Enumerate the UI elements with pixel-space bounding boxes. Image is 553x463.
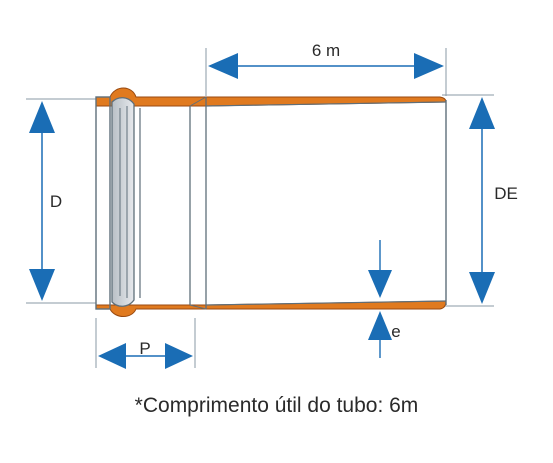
- length-arrow: [208, 53, 444, 79]
- ring-gasket: [111, 97, 135, 307]
- pipe-body: [95, 87, 447, 317]
- outer-diameter-label: DE: [494, 184, 518, 203]
- outer-diameter-arrow: [469, 97, 495, 304]
- wall-thickness-label: e: [391, 322, 400, 341]
- socket-depth-arrow: [98, 343, 193, 369]
- pipe-diagram: 6 m D DE e P: [26, 41, 518, 369]
- wall-thickness-arrow: [368, 240, 392, 358]
- dimension-arrows: [29, 53, 495, 369]
- inner-diameter-label: D: [50, 192, 62, 211]
- socket-depth-label: P: [139, 339, 150, 358]
- inner-diameter-arrow: [29, 101, 55, 301]
- pipe-length-footnote: *Comprimento útil do tubo: 6m: [134, 394, 419, 417]
- extension-lines: [26, 48, 494, 368]
- length-label: 6 m: [312, 41, 340, 60]
